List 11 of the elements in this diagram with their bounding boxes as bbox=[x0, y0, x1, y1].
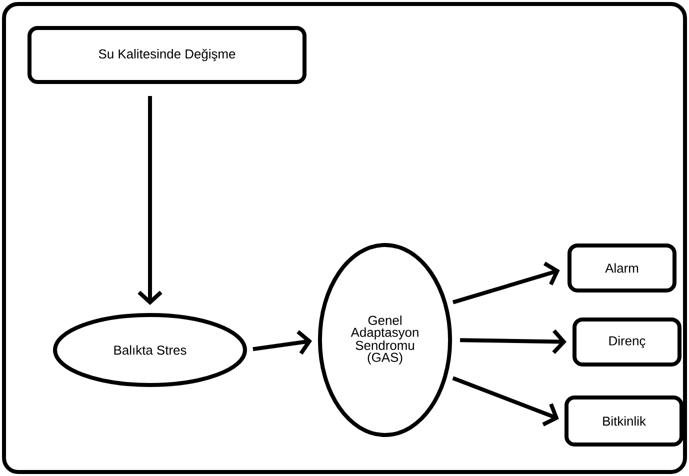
arrow bbox=[452, 376, 559, 426]
process-box: Alarm bbox=[568, 243, 676, 292]
ellipse-node: Balıkta Stres bbox=[53, 312, 247, 387]
process-box: Bitkinlik bbox=[564, 395, 684, 446]
arrow bbox=[452, 262, 560, 304]
ellipse-node: Genel Adaptasyon Sendromu (GAS) bbox=[318, 242, 452, 437]
arrow bbox=[138, 96, 162, 305]
process-box: Direnç bbox=[572, 317, 682, 366]
arrow bbox=[460, 329, 566, 354]
process-box: Su Kalitesinde Değişme bbox=[28, 26, 306, 84]
arrow bbox=[252, 330, 312, 355]
